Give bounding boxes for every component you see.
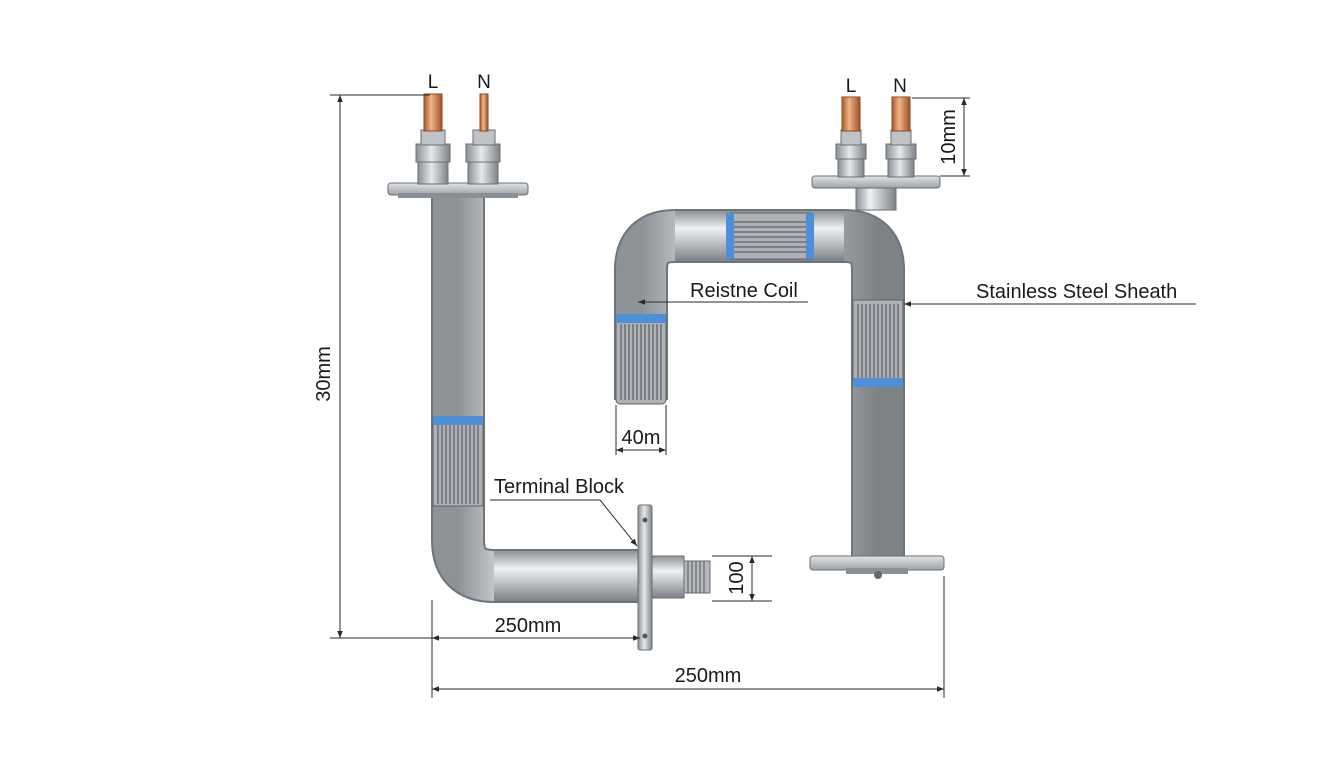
right-bottom-flange xyxy=(809,555,945,571)
fitting-height-value: 100 xyxy=(726,561,748,594)
left-height-value: 30mm xyxy=(313,346,335,402)
left-neutral-copper-terminal xyxy=(479,93,489,132)
left-terminal-posts xyxy=(415,93,501,185)
sheath-label: Stainless Steel Sheath xyxy=(976,281,1177,303)
left-tube xyxy=(433,190,648,601)
coil-width-value: 40m xyxy=(622,427,661,449)
left-live-copper-terminal xyxy=(423,93,443,132)
terminal-block-label: Terminal Block xyxy=(494,476,625,498)
right-terminal-height-value: 10mm xyxy=(938,109,960,165)
left-blue-band xyxy=(433,416,483,425)
right-top-coil-section xyxy=(726,212,814,260)
right-left-leg-band xyxy=(616,314,666,323)
right-right-leg-coil xyxy=(852,299,904,387)
right-heating-element: L N xyxy=(614,76,945,579)
left-side-fitting xyxy=(637,504,711,651)
right-top-band-left xyxy=(726,213,734,259)
right-right-leg-band xyxy=(853,378,903,387)
callout-terminal-block: Terminal Block xyxy=(490,476,638,547)
dimension-coil-width: 40m xyxy=(615,405,667,455)
right-live-copper-terminal xyxy=(841,96,861,132)
right-left-leg-coil xyxy=(615,314,667,405)
dimension-bend-length: 250mm xyxy=(431,600,640,698)
dimension-fitting-height: 100 xyxy=(712,555,772,602)
left-tube-horizontal xyxy=(494,551,644,601)
left-neutral-label: N xyxy=(477,72,491,93)
callout-sheath: Stainless Steel Sheath xyxy=(904,281,1196,307)
callout-resistance-coil: Reistne Coil xyxy=(638,280,808,305)
right-terminal-plate xyxy=(811,175,941,189)
left-coil-section xyxy=(432,416,484,507)
right-neutral-label: N xyxy=(893,76,907,97)
overall-length-value: 250mm xyxy=(675,665,742,687)
dimension-right-terminal-height: 10mm xyxy=(912,97,970,177)
right-top-band-right xyxy=(806,213,814,259)
left-live-label: L xyxy=(428,72,439,93)
resistance-coil-label: Reistne Coil xyxy=(690,280,798,302)
dimension-left-height: 30mm xyxy=(313,94,436,639)
right-terminal-posts xyxy=(835,96,917,178)
bend-length-value: 250mm xyxy=(495,615,562,637)
right-live-label: L xyxy=(846,76,857,97)
left-heating-element: L N xyxy=(387,72,711,651)
right-neutral-copper-terminal xyxy=(891,96,911,132)
dimension-overall-length: 250mm xyxy=(432,576,945,698)
